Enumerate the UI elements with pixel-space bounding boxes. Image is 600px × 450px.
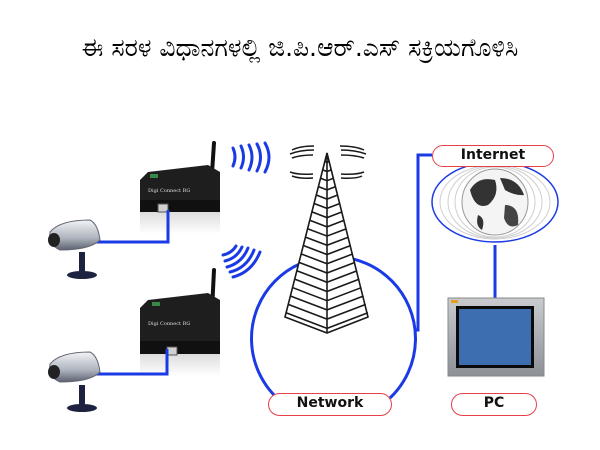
ip-camera-icon xyxy=(48,219,101,279)
page-title: ಈ ಸರಳ ವಿಧಾನಗಳಲ್ಲಿ ಜಿ.ಪಿ.ಆರ್.ಎಸ್ ಸಕ್ರಿಯಗೊ… xyxy=(81,33,519,62)
svg-text:Digi Connect RG: Digi Connect RG xyxy=(148,321,190,327)
tower-rung xyxy=(294,278,360,293)
tower-icon xyxy=(284,152,369,334)
tower-rung xyxy=(290,295,364,311)
globe-icon xyxy=(431,161,559,243)
link-camera-gateway xyxy=(95,349,169,376)
link-camera-gateway xyxy=(95,210,170,244)
tower-rung xyxy=(309,219,345,228)
internet-label: Internet xyxy=(432,145,554,167)
svg-text:Digi Connect RG: Digi Connect RG xyxy=(148,188,190,194)
tower-rung xyxy=(303,244,351,256)
tower-rung xyxy=(298,261,356,274)
tower-rung xyxy=(320,177,334,182)
tower-rung xyxy=(285,312,369,330)
tower-rung xyxy=(296,269,358,284)
wireless-signal-icon xyxy=(231,141,271,174)
gateway-device-icon: Digi Connect RG xyxy=(140,141,220,234)
tower-rung xyxy=(322,169,332,173)
tower-rung xyxy=(324,160,330,164)
tower-rung xyxy=(292,286,362,302)
tower-rung xyxy=(305,236,349,247)
wireless-signal-icon xyxy=(221,244,262,279)
tower-signal-icon xyxy=(289,145,367,179)
link-network-internet xyxy=(414,153,432,332)
ip-camera-icon xyxy=(48,351,101,412)
tower-rung xyxy=(318,185,336,191)
network-label: Network xyxy=(268,393,392,416)
tower-rung xyxy=(315,194,339,201)
tower-rung xyxy=(287,303,367,321)
tower-rung xyxy=(311,211,343,219)
gateway-device-icon: Digi Connect RG xyxy=(140,268,220,376)
tower-rung xyxy=(313,202,341,210)
pc-monitor-icon xyxy=(447,297,545,382)
pc-label: PC xyxy=(451,393,537,416)
tower-rung xyxy=(307,227,347,237)
tower-rung xyxy=(300,253,354,265)
